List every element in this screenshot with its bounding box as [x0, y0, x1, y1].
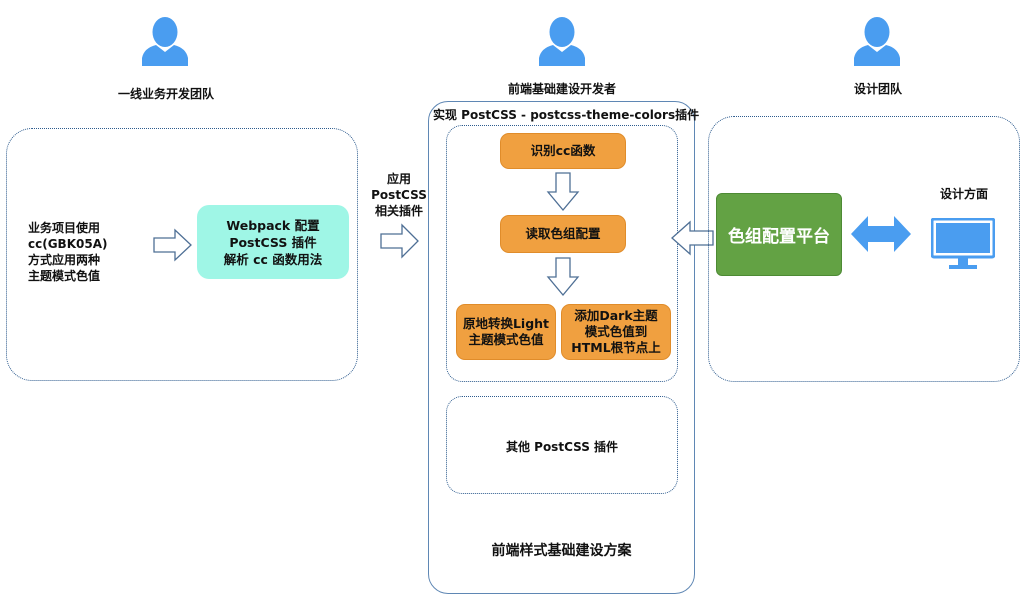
- read-color-config-step: 读取色组配置: [500, 215, 626, 253]
- design-side-label: 设计方面: [939, 187, 988, 201]
- solution-footer: 前端样式基础建设方案: [491, 543, 632, 559]
- webpack-config-box: Webpack 配置 PostCSS 插件 解析 cc 函数用法: [197, 205, 349, 279]
- connector-line: PostCSS: [371, 188, 427, 202]
- color-platform-label: 色组配置平台: [728, 227, 830, 247]
- role-design-label: 设计团队: [853, 82, 902, 96]
- business-usage-line: 方式应用两种: [28, 253, 101, 267]
- plugin-title: 实现 PostCSS - postcss-theme-colors插件: [433, 108, 700, 122]
- identify-cc-step: 识别cc函数: [500, 133, 626, 169]
- other-plugins-label: 其他 PostCSS 插件: [505, 440, 619, 454]
- light-mode-step: 原地转换Light 主题模式色值: [456, 304, 556, 360]
- business-usage-text: 业务项目使用 cc(GBK05A) 方式应用两种 主题模式色值: [28, 220, 148, 284]
- webpack-line: PostCSS 插件: [229, 234, 317, 250]
- connector-line: 相关插件: [374, 204, 423, 218]
- user-icon-frontline: [140, 14, 190, 66]
- down-arrow-icon: [546, 172, 580, 212]
- user-icon-design: [852, 14, 902, 66]
- user-icon-infra: [537, 14, 587, 66]
- apply-arrow-right-icon: [380, 223, 419, 259]
- design-container: [708, 116, 1020, 382]
- webpack-line: 解析 cc 函数用法: [223, 251, 323, 267]
- role-frontline-label: 一线业务开发团队: [117, 87, 214, 101]
- color-platform-box: 色组配置平台: [716, 193, 842, 276]
- identify-cc-label: 识别cc函数: [530, 143, 596, 158]
- light-mode-line: 主题模式色值: [468, 332, 544, 347]
- business-usage-line: 业务项目使用: [28, 221, 101, 235]
- other-plugins-container: [446, 396, 678, 494]
- bidirectional-arrow-icon: [851, 216, 911, 252]
- frontline-container: [6, 128, 358, 381]
- dark-mode-line: 添加Dark主题: [574, 308, 658, 323]
- monitor-icon: [931, 218, 995, 269]
- role-infra-label: 前端基础建设开发者: [507, 82, 616, 96]
- config-arrow-left-icon: [671, 220, 714, 256]
- dark-mode-line: 模式色值到: [584, 324, 648, 339]
- webpack-line: Webpack 配置: [226, 217, 320, 233]
- business-usage-line: 主题模式色值: [28, 269, 101, 283]
- dark-mode-step: 添加Dark主题 模式色值到 HTML根节点上: [561, 304, 671, 360]
- infra-container: [428, 101, 695, 594]
- down-arrow-icon: [546, 257, 580, 297]
- read-color-config-label: 读取色组配置: [525, 226, 601, 241]
- business-usage-line: cc(GBK05A): [28, 237, 108, 251]
- light-mode-line: 原地转换Light: [462, 316, 550, 331]
- connector-text: 应用 PostCSS 相关插件: [364, 171, 434, 219]
- connector-line: 应用: [386, 172, 411, 186]
- flow-arrow-right-icon: [153, 228, 192, 262]
- dark-mode-line: HTML根节点上: [571, 340, 661, 355]
- plugin-container: [446, 125, 678, 382]
